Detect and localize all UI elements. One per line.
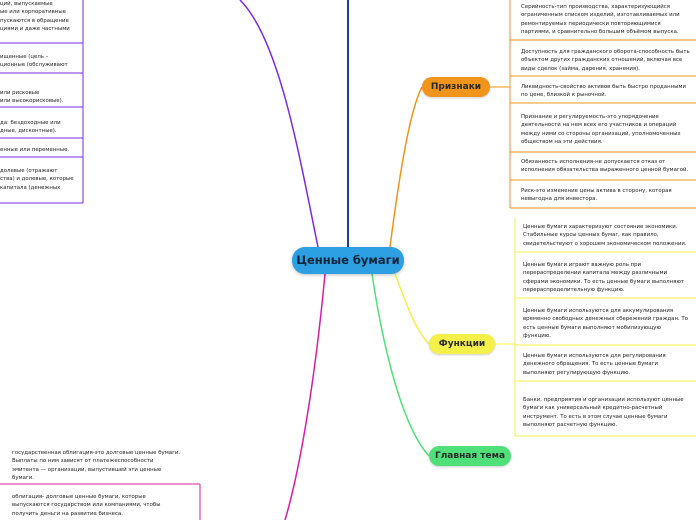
classification-note-income[interactable]: да: бездоходные или дные, дисконтные).: [0, 120, 61, 135]
signs-note-obligation[interactable]: Обязанность исполнения-не допускается от…: [521, 159, 689, 174]
classification-note-rate[interactable]: енные или переменные.: [0, 147, 70, 153]
signs-note-regulation[interactable]: Признание и регулируемость-это упорядоче…: [521, 114, 681, 146]
functions-note-settlement[interactable]: Банки, предприятия и организации использ…: [523, 397, 684, 429]
classification-note-risk[interactable]: или рисковые или высокорисковые).: [0, 90, 64, 105]
classification-note-equity[interactable]: долевые (отражают ства) и долевые, котор…: [0, 168, 74, 191]
classification-note-issuer[interactable]: ций, выпускаемые ые или корпоративные пу…: [0, 1, 70, 33]
functions-note-regulation[interactable]: Ценные бумаги используются для регулиров…: [523, 353, 666, 376]
functions-note-redistribution[interactable]: Ценные бумаги играют важную роль при пер…: [523, 262, 685, 294]
bonds-note-government[interactable]: государственная облигация-это долговые ц…: [12, 450, 181, 482]
signs-note-seriality[interactable]: Серийность-тип производства, характеризу…: [521, 4, 680, 36]
signs-note-risk[interactable]: Риск-это изменение цены актива в сторону…: [521, 188, 672, 203]
classification-note-purpose[interactable]: ищенные (цель – ционные (обслуживают: [0, 54, 68, 69]
bonds-note-corporate[interactable]: облигация- долговые ценные бумаги, котор…: [12, 494, 161, 517]
signs-note-availability[interactable]: Доступность для гражданского оборота-спо…: [521, 49, 690, 72]
topic-main-theme[interactable]: Главная тема: [429, 446, 511, 466]
signs-note-liquidity[interactable]: Ликвидность-свойство активов быть быстро…: [521, 84, 686, 99]
functions-note-economy-state[interactable]: Ценные бумаги характеризуют состояние эк…: [523, 224, 687, 247]
central-topic[interactable]: Ценные бумаги: [292, 247, 404, 274]
functions-note-mobilization[interactable]: Ценные бумаги используются для аккумулир…: [523, 308, 689, 340]
topic-signs[interactable]: Признаки: [422, 77, 490, 97]
topic-functions[interactable]: Функции: [429, 334, 495, 354]
